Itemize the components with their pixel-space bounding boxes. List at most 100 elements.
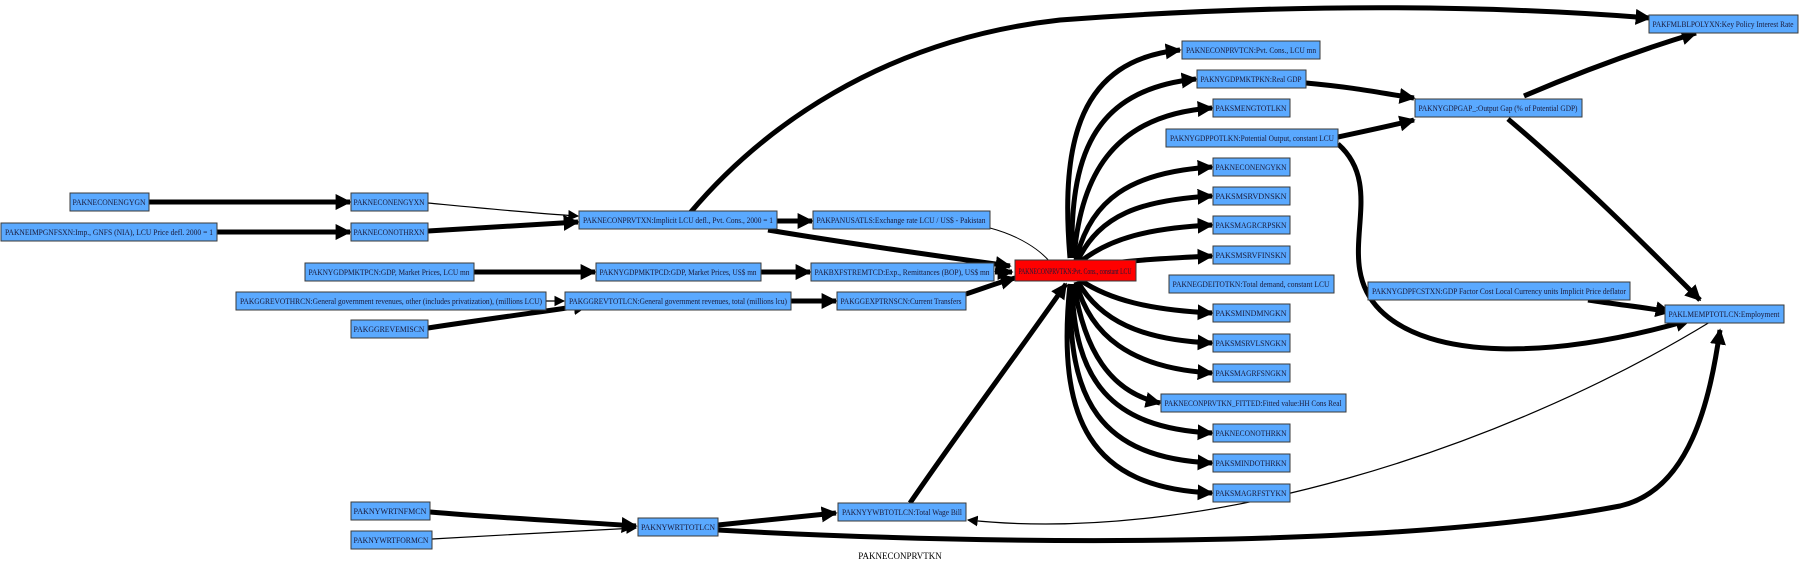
node-nec-energy-kn-label: PAKNECONENGYKN [1216, 163, 1287, 172]
node-bx-trf-box [810, 262, 995, 282]
node-sm-agr-fsn-box [1212, 363, 1291, 383]
node-gg-rev-oth-label: PAKGGREVOTHRCN:General government revenu… [240, 297, 542, 306]
node-prvt-cn[interactable]: PAKNECONPRVTCN:Pvt. Cons., LCU mn [1181, 40, 1321, 60]
node-bx-trf[interactable]: PAKBXFSTREMTCD:Exp., Remittances (BOP), … [810, 262, 995, 282]
node-nec-oth-kn[interactable]: PAKNECONOTHRKN [1212, 423, 1291, 443]
node-sm-eng-box [1212, 98, 1291, 118]
node-gdp-pot[interactable]: PAKNYGDPPOTLKN:Potential Output, constan… [1165, 128, 1339, 148]
node-sm-eng-label: PAKSMENGTOTLKN [1216, 104, 1287, 113]
node-gdp-mp-cn[interactable]: PAKNYGDPMKTPCN:GDP, Market Prices, LCU m… [304, 262, 475, 282]
node-gdp-mp-cn-label: PAKNYGDPMKTPCN:GDP, Market Prices, LCU m… [309, 268, 471, 277]
node-nec-energy-yg-label: PAKNECONENGYGN [73, 198, 146, 207]
node-nec-energy-kn[interactable]: PAKNECONENGYKN [1212, 157, 1291, 177]
node-gg-rev-tot-label: PAKGGREVTOTLCN:General government revenu… [569, 297, 787, 306]
node-ny-wbt-tot-box [837, 502, 967, 522]
edge [1078, 277, 1214, 321]
node-ny-wrt-for-label: PAKNYWRTFORMCN [354, 536, 429, 545]
edge [427, 202, 580, 221]
node-lm-emp[interactable]: PAKLMEMPTOTLCN:Employment [1664, 304, 1785, 324]
node-prvt-xn-label: PAKNECONPRVTXN:Implicit LCU defl., Pvt. … [583, 216, 773, 225]
node-prvt-fitted[interactable]: PAKNECONPRVTKN_FITTED:Fitted value:HH Co… [1160, 393, 1347, 413]
node-nec-energy-kn-box [1212, 157, 1291, 177]
node-center-label: PAKNECONPRVTKN:Pvt. Cons., constant LCU [1019, 267, 1132, 276]
node-ne-gde-label: PAKNEGDEITOTKN:Total demand, constant LC… [1173, 280, 1330, 289]
node-gdp-mp-cd-label: PAKNYGDPMKTPCD:GDP, Market Prices, US$ m… [600, 268, 758, 277]
edge [1069, 283, 1214, 441]
node-nec-energy-yg[interactable]: PAKNECONENGYGN [69, 192, 150, 212]
node-fm-pol-label: PAKFMLBLPOLYXN:Key Policy Interest Rate [1653, 20, 1794, 29]
node-gg-rev-oth[interactable]: PAKGGREVOTHRCN:General government revenu… [235, 291, 547, 311]
node-gdp-mp-cn-box [304, 262, 475, 282]
node-ny-wbt-tot[interactable]: PAKNYYWBTOTLCN:Total Wage Bill [837, 502, 967, 522]
node-sm-ind-oth-box [1212, 453, 1291, 473]
edge [688, 5, 1652, 215]
edge [965, 273, 1017, 297]
node-prvt-cn-label: PAKNECONPRVTCN:Pvt. Cons., LCU mn [1186, 46, 1317, 55]
node-prvt-xn[interactable]: PAKNECONPRVTXN:Implicit LCU defl., Pvt. … [578, 210, 778, 230]
edge [1078, 217, 1214, 264]
node-fm-pol-box [1648, 14, 1799, 34]
node-pa-nusat-box [812, 210, 991, 230]
edge [1065, 43, 1182, 259]
node-nec-oth-xn[interactable]: PAKNECONOTHRXN [350, 222, 429, 242]
node-ny-wrt-nfm-label: PAKNYWRTNFMCN [354, 507, 427, 516]
node-gg-rev-emi[interactable]: PAKGGREVEMISCN [350, 319, 429, 339]
node-ny-wrt-tot[interactable]: PAKNYWRTTOTLCN [637, 517, 719, 537]
node-mp-gnfs-label: PAKNEIMPGNFSXN:Imp., GNFS (NIA), LCU Pri… [5, 228, 213, 237]
edge [1587, 297, 1672, 318]
node-gdp-mp-kn-box [1196, 69, 1307, 89]
node-gdp-mp-kn-label: PAKNYGDPMKTPKN:Real GDP [1201, 75, 1302, 84]
node-gdp-mp-kn[interactable]: PAKNYGDPMKTPKN:Real GDP [1196, 69, 1307, 89]
node-center[interactable]: PAKNECONPRVTKN:Pvt. Cons., constant LCU [1014, 259, 1137, 282]
node-gdp-pot-label: PAKNYGDPPOTLKN:Potential Output, constan… [1170, 134, 1334, 143]
node-fm-pol[interactable]: PAKFMLBLPOLYXN:Key Policy Interest Rate [1648, 14, 1799, 34]
edge [1337, 115, 1416, 140]
node-ny-wrt-tot-label: PAKNYWRTTOTLCN [641, 523, 715, 532]
node-gdp-fc[interactable]: PAKNYGDPFCSTXN:GDP Factor Cost Local Cur… [1367, 281, 1631, 301]
node-gg-rev-oth-box [235, 291, 547, 311]
node-sm-agr-crp[interactable]: PAKSMAGRCRPSKN [1212, 215, 1291, 235]
node-ne-gde[interactable]: PAKNEGDEITOTKN:Total demand, constant LC… [1168, 274, 1335, 294]
edge [1075, 188, 1214, 262]
node-sm-ind-oth[interactable]: PAKSMINDOTHRKN [1212, 453, 1291, 473]
node-sm-srv-fin[interactable]: PAKSMSRVFINSKN [1212, 245, 1291, 265]
edge [989, 227, 1051, 263]
node-sm-eng[interactable]: PAKSMENGTOTLKN [1212, 98, 1291, 118]
node-sm-ind-oth-label: PAKSMINDOTHRKN [1216, 459, 1287, 468]
node-gg-rev-tot[interactable]: PAKGGREVTOTLCN:General government revenu… [564, 291, 792, 311]
node-pa-nusat[interactable]: PAKPANUSATLS:Exchange rate LCU / US$ - P… [812, 210, 991, 230]
edge [1069, 72, 1198, 259]
node-ny-wbt-tot-label: PAKNYYWBTOTLCN:Total Wage Bill [842, 508, 963, 517]
node-prvt-fitted-label: PAKNECONPRVTKN_FITTED:Fitted value:HH Co… [1165, 399, 1343, 408]
edge [767, 227, 1012, 272]
node-sm-srv-ls[interactable]: PAKSMSRVLSNGKN [1212, 333, 1291, 353]
node-gg-exp-trn-label: PAKGGEXPTRNSCN:Current Transfers [841, 297, 962, 306]
edge [1305, 80, 1416, 104]
edge [427, 214, 580, 234]
node-mp-gnfs-box [0, 222, 218, 242]
graph-caption: PAKNECONPRVTKN [858, 551, 942, 561]
node-nec-energy-xn[interactable]: PAKNECONENGYXN [350, 192, 429, 212]
node-ny-wrt-for[interactable]: PAKNYWRTFORMCN [350, 530, 433, 550]
node-sm-agr-fsty[interactable]: PAKSMAGRFSTYKN [1212, 483, 1291, 503]
node-gdp-gap[interactable]: PAKNYGDPGAP_:Output Gap (% of Potential … [1414, 98, 1583, 118]
node-ny-wrt-nfm[interactable]: PAKNYWRTNFMCN [350, 501, 431, 521]
node-sm-srv-dn[interactable]: PAKSMSRVDNSKN [1212, 186, 1291, 206]
node-gg-rev-emi-box [350, 319, 429, 339]
node-nec-oth-kn-label: PAKNECONOTHRKN [1216, 429, 1287, 438]
node-sm-srv-ls-label: PAKSMSRVLSNGKN [1216, 339, 1287, 348]
node-gdp-mp-cd[interactable]: PAKNYGDPMKTPCD:GDP, Market Prices, US$ m… [595, 262, 762, 282]
node-sm-agr-fsn-label: PAKSMAGRFSNGKN [1216, 369, 1287, 378]
node-sm-srv-fin-box [1212, 245, 1291, 265]
edge [431, 523, 638, 540]
node-lm-emp-box [1664, 304, 1785, 324]
edge [1506, 117, 1702, 302]
node-mp-gnfs[interactable]: PAKNEIMPGNFSXN:Imp., GNFS (NIA), LCU Pri… [0, 222, 218, 242]
node-gg-rev-emi-label: PAKGGREVEMISCN [354, 325, 425, 334]
node-prvt-fitted-box [1160, 393, 1347, 413]
node-sm-agr-fsn[interactable]: PAKSMAGRFSNGKN [1212, 363, 1291, 383]
edge [966, 321, 1711, 527]
node-gg-exp-trn[interactable]: PAKGGEXPTRNSCN:Current Transfers [836, 291, 967, 311]
node-nec-energy-xn-label: PAKNECONENGYXN [354, 198, 425, 207]
node-sm-min[interactable]: PAKSMINDMNGKN [1212, 303, 1291, 323]
